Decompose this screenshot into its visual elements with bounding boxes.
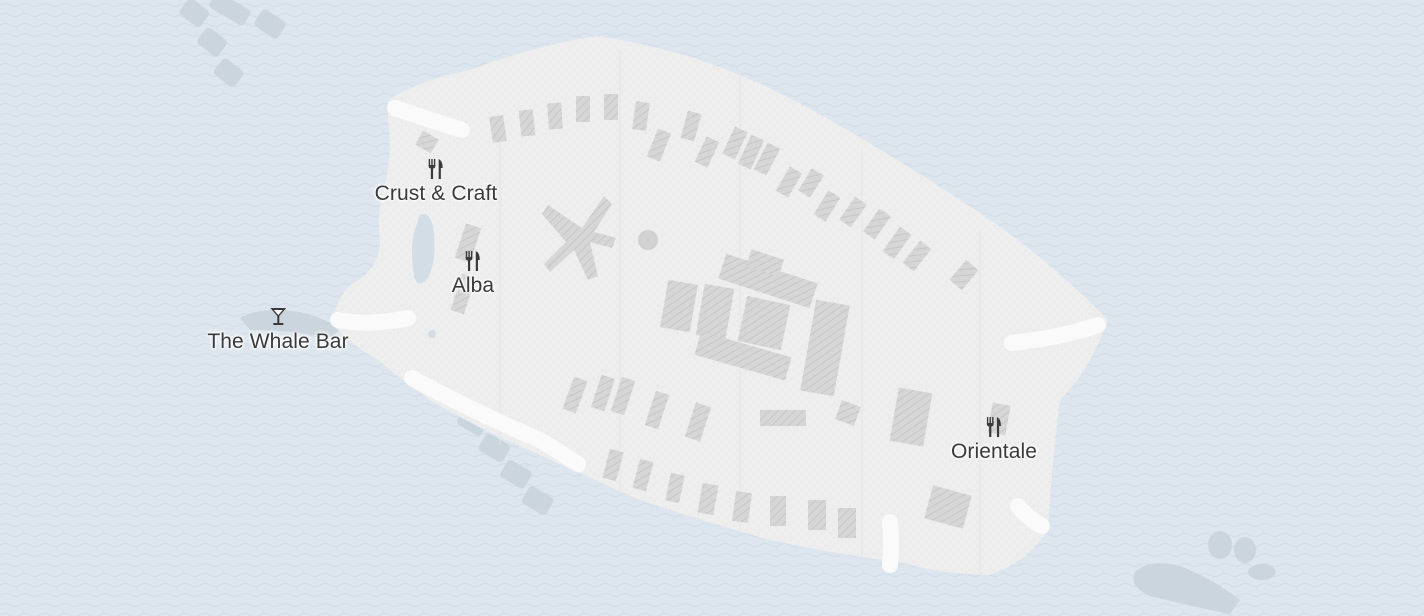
poi-alba[interactable]: Alba: [452, 250, 494, 298]
roads: [330, 100, 1106, 573]
restaurant-icon: [987, 417, 1001, 437]
poi-label: The Whale Bar: [207, 330, 349, 353]
restaurant-icon: [429, 159, 443, 179]
restaurant-icon: [466, 251, 480, 271]
bar-icon: [269, 308, 286, 325]
poi-the-whale-bar[interactable]: The Whale Bar: [207, 306, 349, 354]
poi-label: Crust & Craft: [374, 182, 498, 205]
poi-crust-and-craft[interactable]: Crust & Craft: [375, 158, 498, 206]
poi-label: Alba: [451, 274, 495, 297]
poi-orientale[interactable]: Orientale: [951, 416, 1037, 464]
poi-label: Orientale: [950, 440, 1038, 463]
lagoon: [412, 214, 435, 284]
buildings: [415, 94, 1011, 538]
